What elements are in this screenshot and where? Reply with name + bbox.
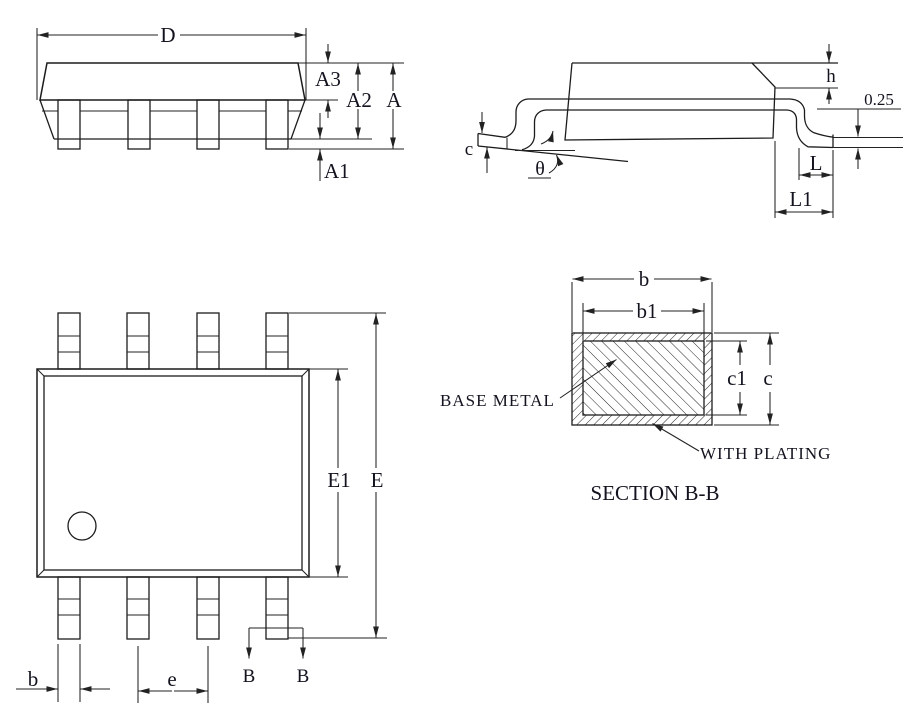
section-view: b b1 c1 c BASE METAL xyxy=(440,267,831,505)
dim-label-section-c1: c1 xyxy=(727,366,747,390)
end-view: h 0.25 c θ L xyxy=(465,44,903,218)
dim-theta: θ xyxy=(515,130,575,180)
base-metal-outline xyxy=(582,340,705,416)
with-plating-callout: WITH PLATING xyxy=(652,423,831,463)
dim-section-b: b xyxy=(571,267,713,332)
side-pin-2 xyxy=(127,99,151,150)
dim-label-theta: θ xyxy=(535,158,545,180)
lead-foot-bottom-left xyxy=(477,145,629,163)
dim-label-h: h xyxy=(826,66,836,87)
dim-b: b xyxy=(16,644,110,702)
dim-label-section-b1: b1 xyxy=(637,299,658,323)
body-outline xyxy=(564,62,776,141)
dim-label-section-c: c xyxy=(763,366,772,390)
dim-A2: A2 xyxy=(346,63,372,139)
dim-label-0-25: 0.25 xyxy=(864,90,894,109)
body-top-cap xyxy=(39,62,306,101)
dim-A3: A3 xyxy=(315,44,341,118)
leader-line xyxy=(559,359,617,399)
top-view-body xyxy=(36,368,310,578)
dim-label-b: b xyxy=(28,667,39,691)
dim-label-e: e xyxy=(167,667,176,691)
dim-E: E xyxy=(288,312,387,639)
end-view-body xyxy=(564,62,838,141)
dim-section-c: c xyxy=(714,332,779,426)
pin-4 xyxy=(265,576,289,640)
dim-D: D xyxy=(36,23,307,100)
body-lower-slopes xyxy=(39,99,306,140)
dim-label-D: D xyxy=(160,23,175,47)
lead-cross-section xyxy=(571,332,713,426)
dim-L: L xyxy=(798,148,834,218)
plating-outline xyxy=(571,332,713,426)
body-corner-bevels xyxy=(36,368,310,578)
body-outer-outline xyxy=(36,368,310,578)
body-inner-outline xyxy=(43,375,303,571)
pin-bend-lines-top xyxy=(58,335,288,353)
pin-2 xyxy=(126,576,150,640)
dim-label-E: E xyxy=(371,468,384,492)
dim-label-A3: A3 xyxy=(315,67,341,91)
dim-e: e xyxy=(137,646,209,703)
pin-1 xyxy=(57,576,81,640)
pin-8 xyxy=(57,312,81,370)
side-pin-4 xyxy=(265,99,289,150)
section-mark-label: B xyxy=(297,666,310,687)
dim-A1: A1 xyxy=(317,113,350,183)
angle-arc xyxy=(540,130,554,145)
side-view-extension-lines xyxy=(289,62,404,150)
pin1-indicator-dot xyxy=(67,511,97,541)
dim-L1: L1 xyxy=(774,141,833,218)
dim-label-A2: A2 xyxy=(346,88,372,112)
base-metal-callout: BASE METAL xyxy=(440,359,617,410)
side-view-body xyxy=(39,62,306,150)
dim-label-L: L xyxy=(810,151,823,175)
side-pin-3 xyxy=(196,99,220,150)
dim-section-b1: b1 xyxy=(582,299,705,340)
section-caption: SECTION B-B xyxy=(591,481,720,505)
dim-label-A1: A1 xyxy=(324,159,350,183)
angle-arc xyxy=(548,154,564,174)
side-view: D A3 A2 A A1 xyxy=(36,23,404,183)
lead-inner-surface xyxy=(521,109,834,151)
dim-label-c: c xyxy=(465,139,473,160)
end-view-leads xyxy=(477,98,903,163)
pin-7 xyxy=(126,312,150,370)
base-metal-hatch xyxy=(583,341,704,415)
section-mark-label: B xyxy=(243,666,256,687)
dim-label-section-b: b xyxy=(639,267,650,291)
pin-5 xyxy=(265,312,289,370)
pin-3 xyxy=(196,576,220,640)
dim-label-A: A xyxy=(386,88,402,112)
dim-A: A xyxy=(386,63,402,149)
top-view-pins xyxy=(57,312,289,640)
side-pin-1 xyxy=(57,99,81,150)
base-metal-label: BASE METAL xyxy=(440,391,555,410)
dim-label-E1: E1 xyxy=(327,468,350,492)
pin-bend-lines-bottom xyxy=(58,598,288,616)
dim-c: c xyxy=(465,112,490,173)
lead-outer-surface xyxy=(477,98,834,138)
dim-gauge-0-25: 0.25 xyxy=(817,90,901,169)
pin-6 xyxy=(196,312,220,370)
leader-line xyxy=(652,423,700,452)
section-b-b-marks: B B xyxy=(243,627,310,687)
with-plating-label: WITH PLATING xyxy=(700,444,831,463)
top-view: E E1 b e B B xyxy=(16,312,387,703)
dim-E1: E1 xyxy=(309,368,351,578)
dim-label-L1: L1 xyxy=(789,187,812,211)
dim-h: h xyxy=(775,44,838,104)
dim-section-c1: c1 xyxy=(706,340,747,416)
